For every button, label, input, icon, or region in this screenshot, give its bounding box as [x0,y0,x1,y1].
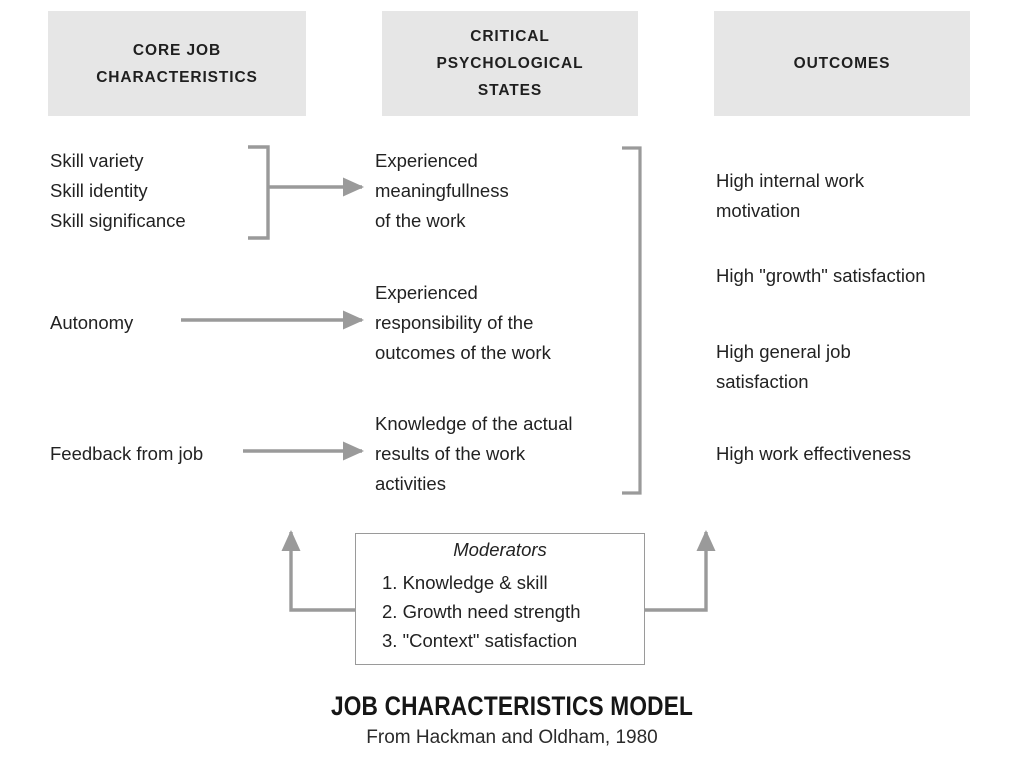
core-characteristic-skill-group: Skill variety Skill identity Skill signi… [50,150,186,231]
column-header-critical-label: CRITICAL PSYCHOLOGICAL STATES [436,28,584,99]
moderators-title: Moderators [453,539,547,560]
column-header-core-job-characteristics: CORE JOB CHARACTERISTICS [48,11,306,116]
outcome-high-work-effectiveness: High work effectiveness [716,443,912,464]
column-header-outcomes: OUTCOMES [714,11,970,116]
critical-states-bracket [622,146,642,495]
moderators-list-item: 2. Growth need strength [382,601,581,622]
skill-group-bracket [248,145,270,240]
moderators-right-connector [645,529,716,612]
moderators-list-item: 1. Knowledge & skill [382,572,548,593]
critical-state-experienced-meaningfullness: Experienced meaningfullness of the work [375,150,509,231]
moderators-list-item: 3. "Context" satisfaction [382,630,578,651]
outcome-high-general-job-satisfaction: High general job satisfaction [716,341,851,392]
diagram-title: JOB CHARACTERISTICS MODEL [330,691,694,721]
moderators-left-connector [281,529,355,612]
column-header-core-label: CORE JOB CHARACTERISTICS [96,41,258,86]
moderators-list: 1. Knowledge & skill 2. Growth need stre… [382,568,580,655]
diagram-source-caption: From Hackman and Oldham, 1980 [366,727,658,748]
moderators-box: Moderators 1. Knowledge & skill 2. Growt… [355,533,645,665]
core-characteristic-feedback-from-job: Feedback from job [50,443,204,464]
outcome-high-internal-work-motivation: High internal work motivation [716,170,865,221]
core-characteristic-autonomy: Autonomy [50,312,134,333]
critical-state-knowledge-of-results: Knowledge of the actual results of the w… [375,413,573,494]
outcome-high-growth-satisfaction: High "growth" satisfaction [716,265,926,286]
critical-state-experienced-responsibility: Experienced responsibility of the outcom… [375,282,551,363]
column-header-outcomes-label: OUTCOMES [793,55,891,72]
column-header-critical-psychological-states: CRITICAL PSYCHOLOGICAL STATES [382,11,638,116]
